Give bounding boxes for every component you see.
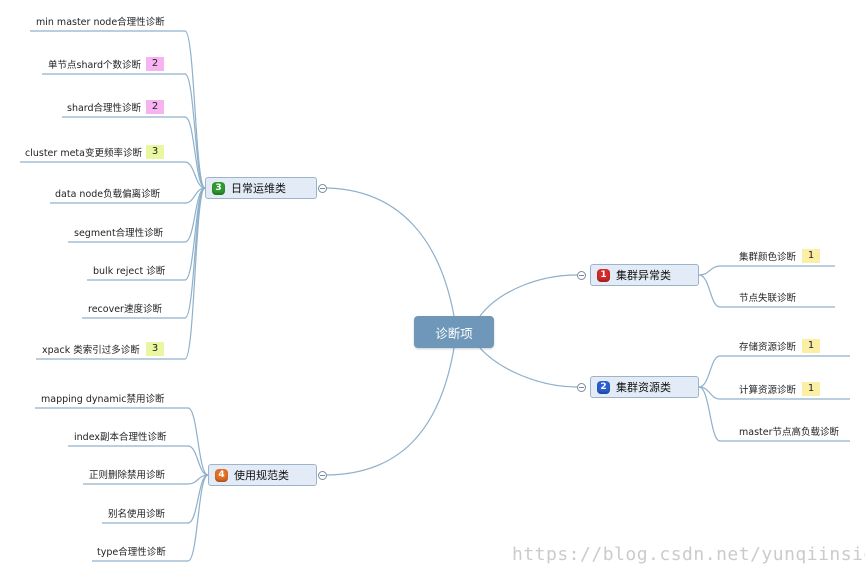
connector-line — [82, 187, 206, 319]
branch-cluster-resource-label: 集群资源类 — [616, 381, 671, 394]
leaf-topic[interactable]: 集群颜色诊断 — [739, 252, 797, 263]
connector-line — [92, 474, 209, 562]
branch-cluster-anomaly-label: 集群异常类 — [616, 269, 671, 282]
leaf-topic[interactable]: index副本合理性诊断 — [74, 432, 167, 443]
leaf-topic[interactable]: 别名使用诊断 — [108, 509, 166, 520]
connector-line — [50, 187, 206, 204]
number-3-icon: 3 — [212, 181, 225, 195]
connector-line — [102, 474, 209, 524]
branch-daily-ops[interactable]: 3 日常运维类 — [205, 177, 317, 199]
leaf-topic[interactable]: xpack 类索引过多诊断 — [42, 345, 140, 356]
leaf-topic[interactable]: 计算资源诊断 — [739, 385, 797, 396]
connector-line — [30, 30, 206, 189]
leaf-topic[interactable]: 单节点shard个数诊断 — [48, 60, 142, 71]
priority-badge: 3 — [146, 145, 164, 159]
priority-badge: 1 — [802, 249, 820, 263]
leaf-topic[interactable]: recover速度诊断 — [88, 304, 162, 315]
leaf-topic[interactable]: cluster meta变更频率诊断 — [25, 148, 142, 159]
connector-line — [326, 187, 455, 317]
central-topic-label: 诊断项 — [435, 325, 473, 341]
branch-cluster-anomaly[interactable]: 1 集群异常类 — [590, 264, 699, 286]
collapse-toggle-icon[interactable] — [577, 383, 586, 392]
branch-cluster-resource[interactable]: 2 集群资源类 — [590, 376, 699, 398]
number-4-icon: 4 — [215, 468, 228, 482]
connector-line — [698, 265, 835, 276]
priority-badge: 2 — [146, 57, 164, 71]
connector-line — [68, 187, 206, 243]
priority-badge: 3 — [146, 342, 164, 356]
leaf-topic[interactable]: 存储资源诊断 — [739, 342, 797, 353]
connector-line — [698, 355, 850, 388]
branch-usage-norms-label: 使用规范类 — [234, 469, 289, 482]
priority-badge: 1 — [802, 339, 820, 353]
number-2-icon: 2 — [597, 380, 610, 394]
connector-line — [698, 386, 850, 400]
leaf-topic[interactable]: 节点失联诊断 — [739, 293, 797, 304]
branch-usage-norms[interactable]: 4 使用规范类 — [208, 464, 317, 486]
connector-line — [20, 161, 206, 189]
leaf-topic[interactable]: mapping dynamic禁用诊断 — [41, 394, 165, 405]
leaf-topic[interactable]: 正则删除禁用诊断 — [89, 470, 166, 481]
leaf-topic[interactable]: type合理性诊断 — [97, 547, 166, 558]
branch-daily-ops-label: 日常运维类 — [231, 182, 286, 195]
priority-badge: 2 — [146, 100, 164, 114]
connector-line — [62, 116, 206, 189]
connector-line — [698, 386, 850, 442]
connector-line — [68, 445, 209, 476]
priority-badge: 1 — [802, 382, 820, 396]
connector-line — [479, 347, 578, 388]
collapse-toggle-icon[interactable] — [318, 471, 327, 480]
leaf-topic[interactable]: segment合理性诊断 — [74, 228, 164, 239]
leaf-topic[interactable]: min master node合理性诊断 — [36, 17, 165, 28]
number-1-icon: 1 — [597, 268, 610, 282]
connector-line — [698, 274, 835, 308]
connector-line — [35, 407, 209, 476]
leaf-topic[interactable]: bulk reject 诊断 — [93, 266, 166, 277]
watermark-url: https://blog.csdn.net/yunqiinsight — [512, 544, 865, 565]
leaf-topic[interactable]: master节点高负载诊断 — [739, 427, 840, 438]
connector-line — [42, 73, 206, 189]
leaf-topic[interactable]: data node负载偏离诊断 — [55, 189, 161, 200]
connector-line — [36, 187, 206, 360]
connector-line — [479, 274, 578, 317]
collapse-toggle-icon[interactable] — [318, 184, 327, 193]
central-topic[interactable]: 诊断项 — [414, 316, 494, 348]
leaf-topic[interactable]: shard合理性诊断 — [67, 103, 142, 114]
collapse-toggle-icon[interactable] — [577, 271, 586, 280]
connector-line — [83, 474, 209, 485]
connector-line — [326, 347, 455, 476]
